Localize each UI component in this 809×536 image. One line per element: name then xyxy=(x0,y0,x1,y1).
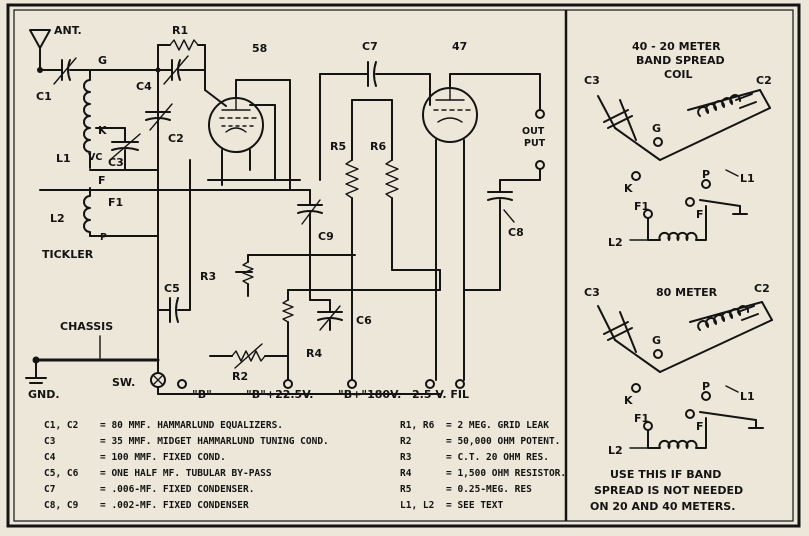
f-label: F xyxy=(98,174,106,187)
legend-left-ref-6: C8, C9 xyxy=(44,500,79,511)
bottom-title: 80 METER xyxy=(656,286,718,299)
coil-diagrams: 40 - 20 METER BAND SPREAD COIL C3 C2 G K… xyxy=(584,40,773,513)
tube-58 xyxy=(204,89,264,153)
legend-right-desc-3: = C.T. 20 OHM RES. xyxy=(446,452,549,463)
main-schematic: ANT. C1 G L1 K VC C3 F R1 xyxy=(25,24,566,511)
ant-label: ANT. xyxy=(54,24,82,37)
legend-right-desc-6: = SEE TEXT xyxy=(446,500,503,511)
sw-label: SW. xyxy=(112,376,135,389)
top-c3-label: C3 xyxy=(584,74,600,87)
c2-label: C2 xyxy=(168,132,184,145)
inner-border xyxy=(13,9,794,522)
c4-label: C4 xyxy=(136,80,152,93)
p-label: P xyxy=(100,232,107,243)
legend-right-ref-5: R5 xyxy=(400,484,412,495)
legend-right-ref-6: L1, L2 xyxy=(400,500,434,511)
top-l2-label: L2 xyxy=(608,236,623,249)
c9-label: C9 xyxy=(318,230,334,243)
tube-47-label: 47 xyxy=(452,40,467,53)
k-label: K xyxy=(98,124,107,137)
legend-right-desc-2: = 50,000 OHM POTENT. xyxy=(446,436,560,447)
b-22-label: "B"+22.5V. xyxy=(246,388,313,401)
c5-label: C5 xyxy=(164,282,180,295)
fil-label: 2.5 V. FIL xyxy=(412,388,469,401)
note-line-3: ON 20 AND 40 METERS. xyxy=(590,500,735,513)
r6-label: R6 xyxy=(370,140,386,153)
bottom-g-label: G xyxy=(652,334,661,347)
tube-47 xyxy=(422,87,478,143)
r5-label: R5 xyxy=(330,140,346,153)
top-title-1: 40 - 20 METER xyxy=(632,40,721,53)
bottom-f1-label: F1 xyxy=(634,412,649,425)
legend-right-ref-1: R1, R6 xyxy=(400,420,435,431)
r4-label: R4 xyxy=(306,347,322,360)
l1-label: L1 xyxy=(56,152,71,165)
r3-label: R3 xyxy=(200,270,216,283)
r2-label: R2 xyxy=(232,370,248,383)
out-label-1: OUT xyxy=(522,126,545,137)
l2-label: L2 xyxy=(50,212,65,225)
gnd-label: GND. xyxy=(28,388,60,401)
legend-right-ref-4: R4 xyxy=(400,468,412,479)
legend-right-ref-3: R3 xyxy=(400,452,412,463)
c6-label: C6 xyxy=(356,314,372,327)
bottom-f-label: F xyxy=(696,420,704,433)
b-180-label: "B+"180V. xyxy=(338,388,401,401)
legend-left-desc-3: = 100 MMF. FIXED COND. xyxy=(100,452,226,463)
legend-left-desc-6: = .002-MF. FIXED CONDENSER xyxy=(100,500,249,511)
top-k-label: K xyxy=(624,182,633,195)
top-f1-label: F1 xyxy=(634,200,649,213)
top-c2-label: C2 xyxy=(756,74,772,87)
c1-label: C1 xyxy=(36,90,52,103)
bottom-p-label: P xyxy=(702,380,710,393)
legend-left-ref-5: C7 xyxy=(44,484,55,495)
legend-left-desc-5: = .006-MF. FIXED CONDENSER. xyxy=(100,484,254,495)
top-l1-label: L1 xyxy=(740,172,755,185)
f1-label: F1 xyxy=(108,196,123,209)
top-f-label: F xyxy=(696,208,704,221)
note-line-2: SPREAD IS NOT NEEDED xyxy=(594,484,743,497)
l1-coil xyxy=(83,69,91,169)
l2-coil xyxy=(83,187,91,237)
c7-label: C7 xyxy=(362,40,378,53)
top-title-3: COIL xyxy=(664,68,693,81)
legend-right-ref-2: R2 xyxy=(400,436,411,447)
top-g-label: G xyxy=(652,122,661,135)
bottom-l2-label: L2 xyxy=(608,444,623,457)
legend-left-ref-2: C3 xyxy=(44,436,56,447)
chassis-label: CHASSIS xyxy=(60,320,113,333)
legend-left-ref-1: C1, C2 xyxy=(44,420,78,431)
c8-label: C8 xyxy=(508,226,524,239)
parts-legend: C1, C2 = 80 MMF. HAMMARLUND EQUALIZERS. … xyxy=(44,420,566,511)
vc-label: VC xyxy=(88,152,102,163)
b-minus-label: "B" xyxy=(192,388,212,401)
legend-left-desc-1: = 80 MMF. HAMMARLUND EQUALIZERS. xyxy=(100,420,283,431)
bottom-c2-label: C2 xyxy=(754,282,770,295)
g-label: G xyxy=(98,54,107,67)
bottom-k-label: K xyxy=(624,394,633,407)
r1-label: R1 xyxy=(172,24,188,37)
top-title-2: BAND SPREAD xyxy=(636,54,725,67)
bottom-c3-label: C3 xyxy=(584,286,600,299)
legend-left-ref-4: C5, C6 xyxy=(44,468,79,479)
legend-right-desc-1: = 2 MEG. GRID LEAK xyxy=(446,420,549,431)
antenna-symbol xyxy=(29,29,51,73)
band-spread-coil-top: C3 C2 G K P F L1 F xyxy=(584,74,772,249)
tickler-label: TICKLER xyxy=(42,248,94,261)
out-label-2: PUT xyxy=(524,138,546,149)
tube-58-label: 58 xyxy=(252,42,267,55)
legend-left-ref-3: C4 xyxy=(44,452,56,463)
bottom-l1-label: L1 xyxy=(740,390,755,403)
note-line-1: USE THIS IF BAND xyxy=(610,468,721,481)
top-p-label: P xyxy=(702,168,710,181)
legend-left-desc-4: = ONE HALF MF. TUBULAR BY-PASS xyxy=(100,468,272,479)
legend-right-desc-5: = 0.25-MEG. RES xyxy=(446,484,532,495)
legend-left-desc-2: = 35 MMF. MIDGET HAMMARLUND TUNING COND. xyxy=(100,436,329,447)
coil-80-meter: C3 C2 G K P F L1 F xyxy=(584,282,773,457)
c3-label: C3 xyxy=(108,156,124,169)
legend-right-desc-4: = 1,500 OHM RESISTOR. xyxy=(446,468,566,479)
outer-border xyxy=(6,3,801,528)
